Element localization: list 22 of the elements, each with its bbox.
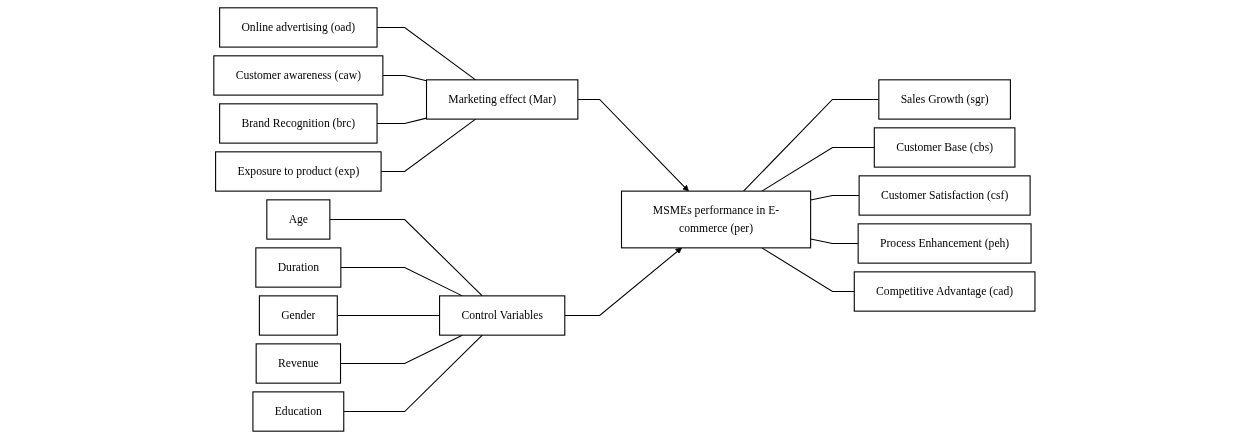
- node-box: Control Variables: [438, 295, 565, 336]
- node-box: MSMEs performance in E-commerce (per): [620, 190, 811, 249]
- connector: [376, 117, 427, 125]
- node-box: Customer Base (cbs): [873, 127, 1016, 168]
- node-box: Gender: [258, 295, 338, 336]
- node-box: Brand Recognition (brc): [218, 103, 378, 144]
- node-box: Education: [252, 391, 344, 432]
- connector: [380, 118, 476, 173]
- node-box: Process Enhancement (peh): [857, 223, 1032, 264]
- node-box: Customer Satisfaction (csf): [858, 175, 1031, 216]
- node-box: Marketing effect (Mar): [425, 79, 578, 120]
- connector: [742, 98, 879, 192]
- node-box: Duration: [254, 247, 341, 288]
- connector: [376, 26, 476, 81]
- node-box: Competitive Advantage (cad): [853, 271, 1036, 312]
- node-box: Age: [265, 199, 330, 240]
- node-box: Exposure to product (exp): [214, 151, 382, 192]
- node-box: Revenue: [255, 343, 341, 384]
- connector: [336, 314, 440, 317]
- node-box: Customer awareness (caw): [212, 55, 383, 96]
- node-box: Sales Growth (sgr): [877, 79, 1011, 120]
- node-box: Online advertising (oad): [218, 7, 378, 48]
